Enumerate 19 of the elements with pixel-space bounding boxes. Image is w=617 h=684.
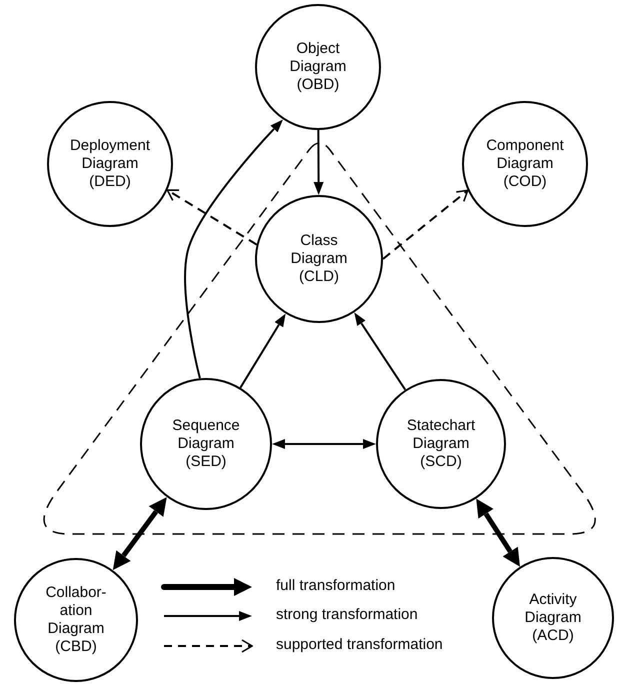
node-label: Class Diagram (CLD) [290,232,348,286]
node-label: Sequence Diagram (SED) [171,417,241,471]
arrow [166,189,258,246]
arrow [272,439,376,449]
node-label: Activity Diagram (ACD) [524,591,582,645]
legend-label: strong transformation [276,606,418,624]
arrow [240,314,286,388]
arrow [476,498,520,567]
arrow [354,312,406,390]
node-label: Statechart Diagram (SCD) [406,417,476,471]
arrow [184,120,283,379]
node-label: Object Diagram (OBD) [288,40,348,94]
legend-label: supported transformation [276,636,443,654]
legend-label: full transformation [276,577,396,595]
arrow [112,497,167,570]
node-label: Component Diagram (COD) [485,137,565,191]
node-label: Collabor- ation Diagram (CBD) [44,584,108,656]
node-label: Deployment Diagram (DED) [68,137,152,191]
arrow [382,190,469,260]
